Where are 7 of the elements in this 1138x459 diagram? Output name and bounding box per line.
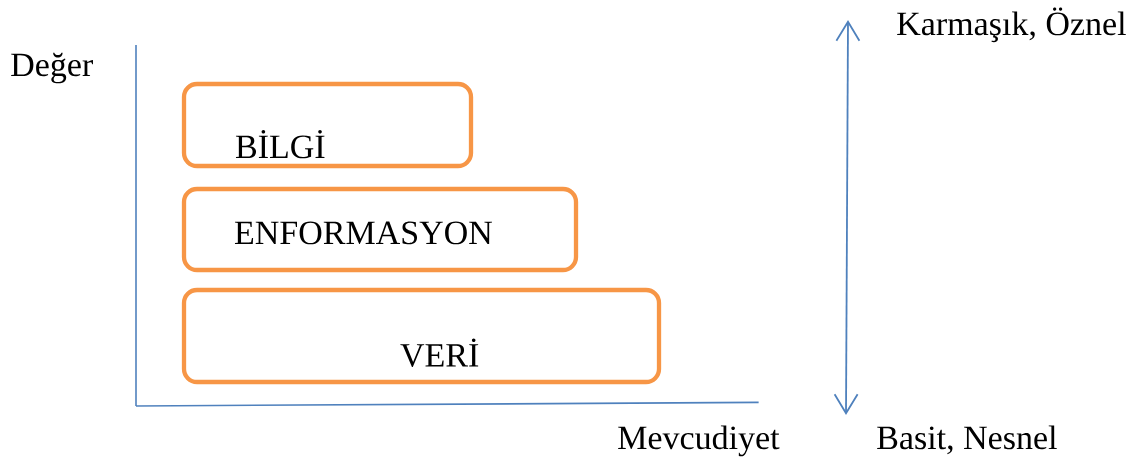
axis-label: Değer — [11, 52, 93, 84]
scale-label: Karmaşık, Öznel — [897, 7, 1126, 43]
level-box: ENFORMASYON — [181, 186, 579, 273]
scale-label: Basit, Nesnel — [877, 425, 1057, 455]
level-box: BİLGİ — [181, 81, 474, 169]
axis-label: Mevcudiyet — [618, 425, 780, 457]
level-box: VERİ — [181, 287, 662, 385]
